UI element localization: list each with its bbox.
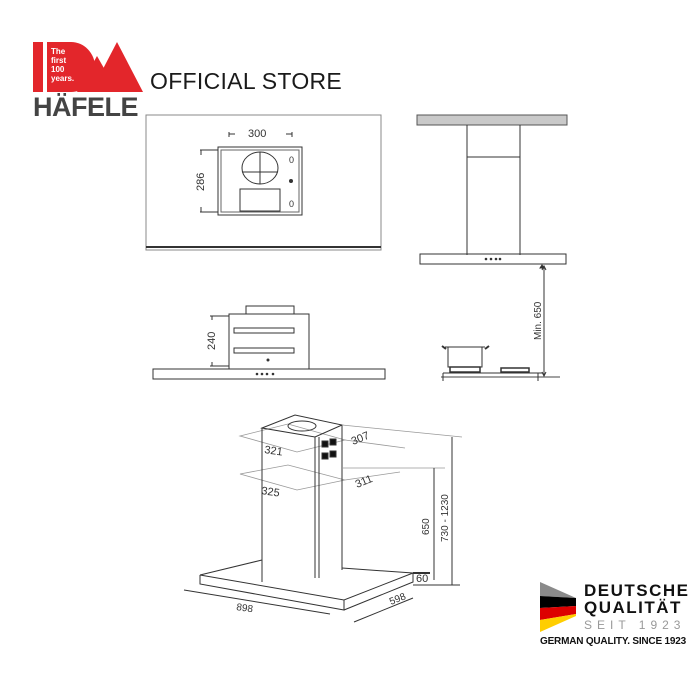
quality-badge: DEUTSCHE QUALITÄT SEIT 1923 GERMAN QUALI… [540,580,690,650]
dim-upper-width: 321 [264,444,284,458]
svg-text:first: first [51,56,66,65]
dim-chimney-height: 650 [421,518,432,535]
svg-text:0: 0 [289,155,294,165]
top-view: 0 0 [145,114,382,251]
dim-canopy-thickness: 60 [416,573,428,585]
dim-top-width: 300 [248,128,266,140]
dim-top-height: 286 [195,173,207,191]
logo-line-1: The [51,47,66,56]
badge-title-1: DEUTSCHE [584,581,690,600]
dim-canopy-depth: 598 [388,591,408,608]
side-view [152,305,386,380]
german-flag-chevron-icon [540,582,576,632]
dim-lower-width: 325 [261,485,281,499]
brand-name: HÄFELE [33,92,139,122]
badge-since: SEIT 1923 [584,618,686,632]
dim-mount-height: 240 [206,332,218,350]
dim-upper-depth: 307 [350,430,372,448]
isometric-view [183,414,463,623]
svg-text:100: 100 [51,65,65,74]
clearance-view [441,264,560,381]
front-elevation [416,114,568,269]
badge-title-2: QUALITÄT [584,598,682,617]
svg-text:years.: years. [51,74,74,83]
store-title: OFFICIAL STORE [150,68,343,94]
dim-canopy-width: 898 [236,602,254,615]
brand-logo: The first 100 years. [33,40,145,120]
hafele-100-years-icon: The first 100 years. [33,42,143,92]
svg-text:0: 0 [289,199,294,209]
dim-total-height: 730 - 1230 [440,494,451,542]
badge-subtitle: GERMAN QUALITY. SINCE 1923 [540,636,686,647]
dim-lower-depth: 311 [354,473,375,491]
dim-min-clearance: Min. 650 [533,301,544,340]
